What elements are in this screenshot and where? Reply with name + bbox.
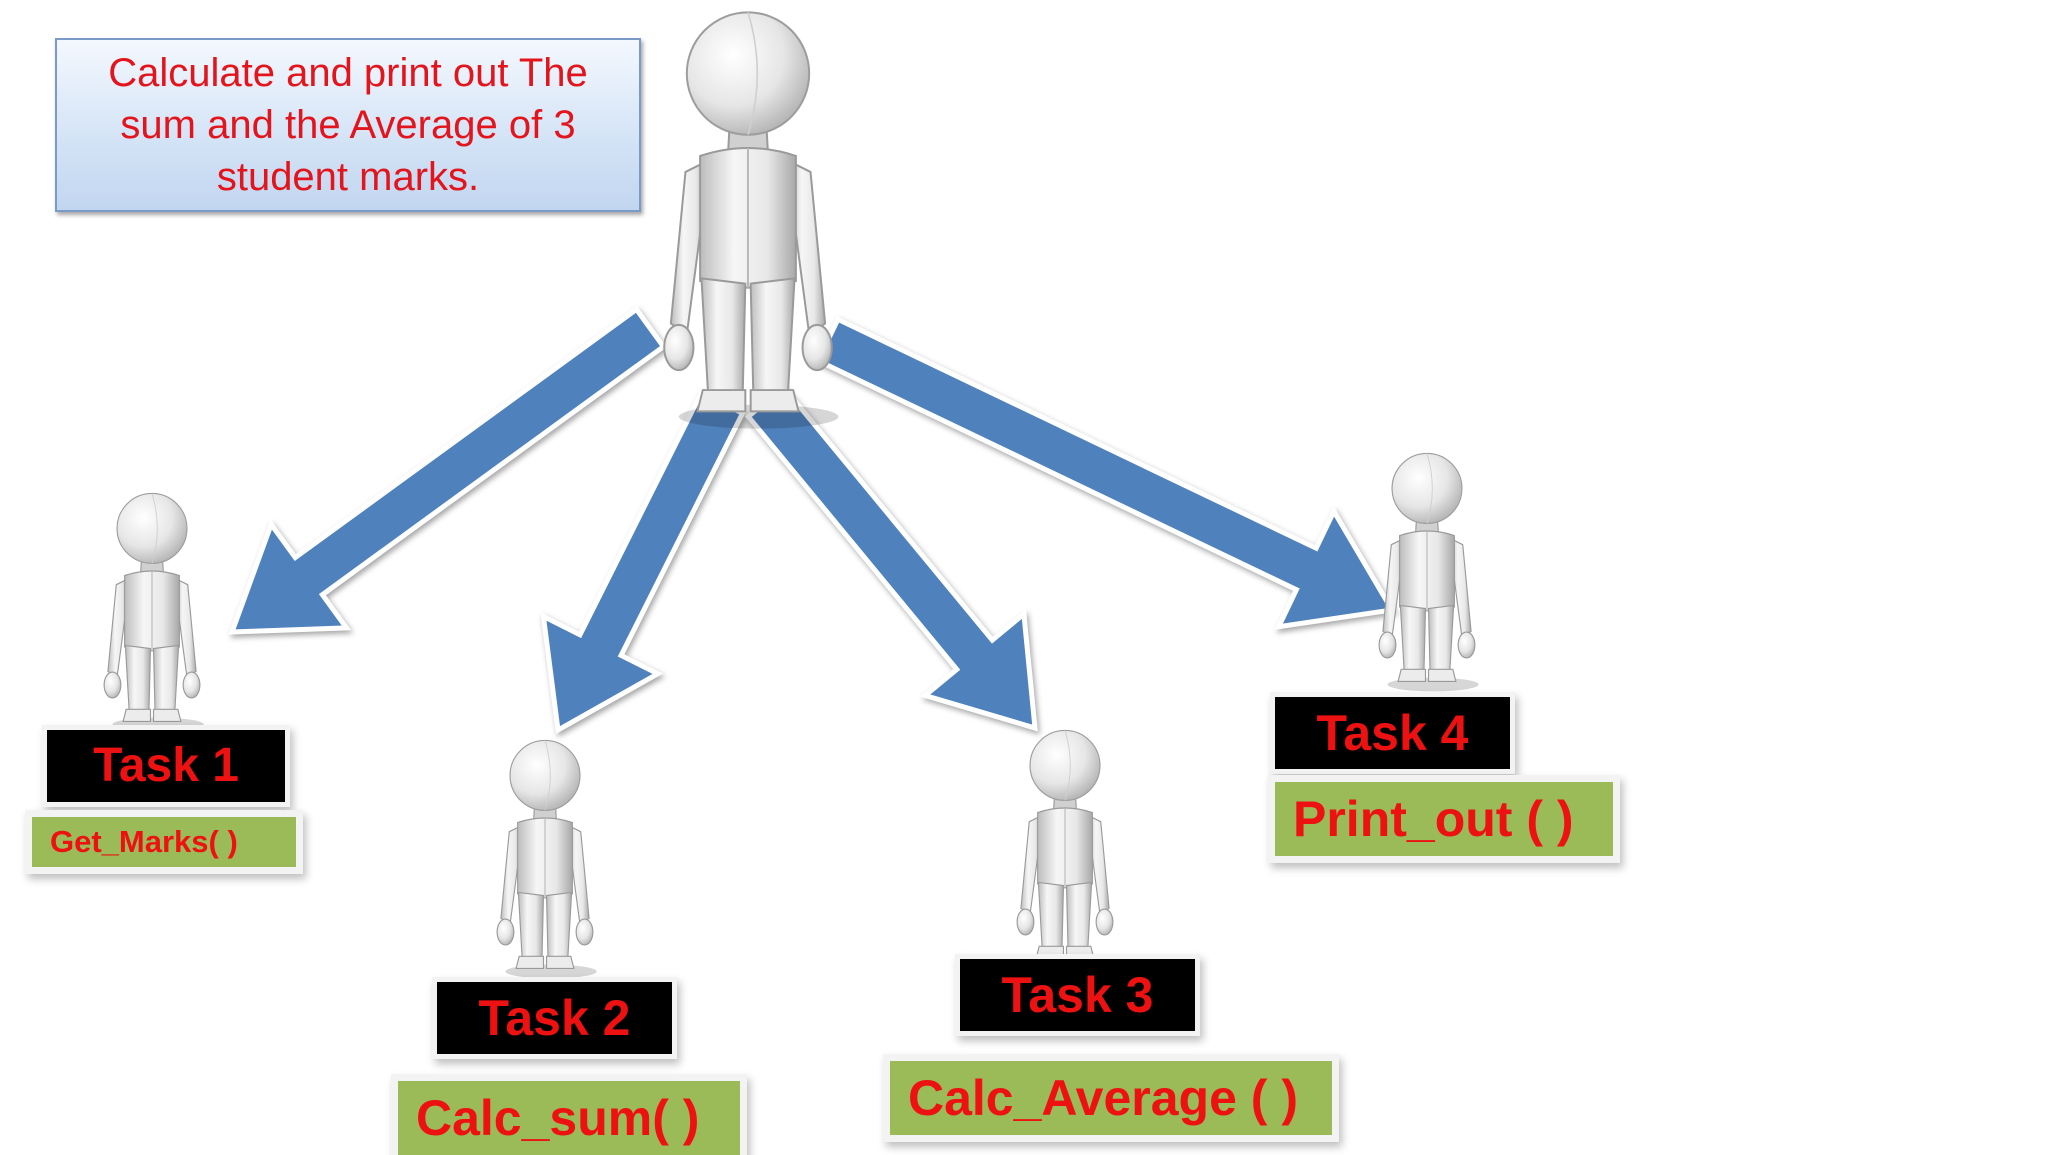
- task-1-function: Get_Marks( ): [32, 817, 296, 867]
- arrows-group: [228, 305, 1397, 734]
- worker-figure-task-1: [103, 492, 205, 732]
- task-4-label: Task 4: [1275, 697, 1510, 769]
- manager-figure: [663, 11, 840, 430]
- task-3-function: Calc_Average ( ): [890, 1061, 1332, 1135]
- worker-figure-task-2: [496, 739, 598, 979]
- task-2-label: Task 2: [437, 982, 672, 1054]
- problem-statement-text: Calculate and print out The sum and the …: [108, 51, 588, 199]
- task-3-label: Task 3: [960, 959, 1195, 1031]
- arrow-to-task-1: [228, 305, 667, 635]
- worker-figure-task-3: [1016, 729, 1118, 969]
- task-2-function: Calc_sum( ): [398, 1081, 740, 1155]
- arrow-to-task-2: [540, 389, 746, 734]
- arrow-to-task-4: [814, 315, 1397, 630]
- arrow-to-task-3: [744, 383, 1038, 732]
- worker-figure-task-4: [1378, 452, 1480, 692]
- task-4-function: Print_out ( ): [1275, 782, 1613, 856]
- problem-statement-box: Calculate and print out The sum and the …: [55, 38, 641, 212]
- task-1-label: Task 1: [47, 730, 285, 802]
